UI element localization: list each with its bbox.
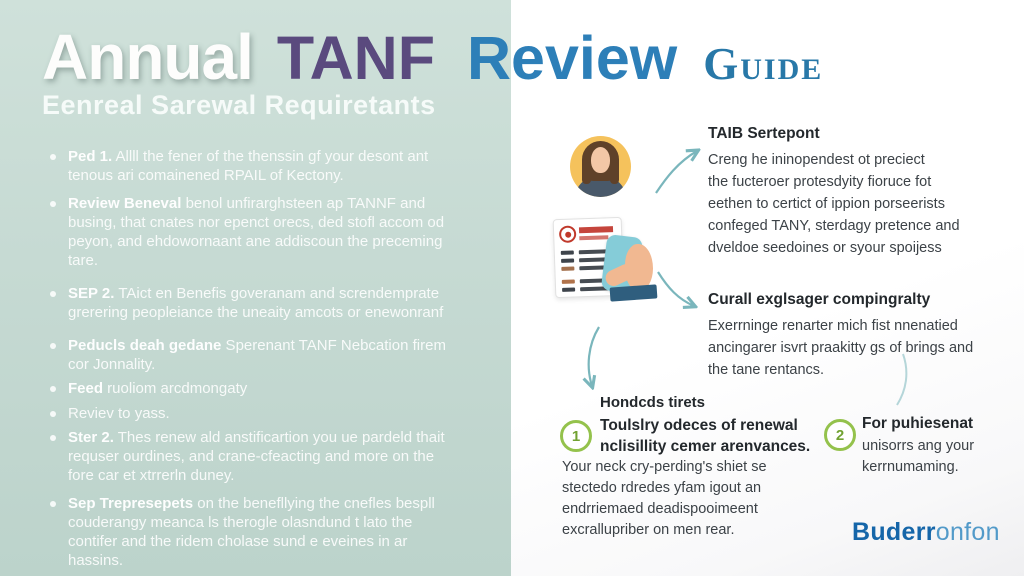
bullet-lead: SEP 2.: [68, 285, 115, 303]
bullet-item: Peducls deah gedane Sperenant TANF Nebca…: [46, 336, 498, 374]
bullet-item: Review Beneval benol unfirarghsteen ap T…: [46, 194, 498, 270]
bullet-lead: Sep Trepresepets: [68, 494, 194, 512]
document-text-line: [561, 266, 575, 271]
bullet-lead: Ped 1.: [68, 148, 113, 165]
document-text-line: [560, 250, 574, 255]
document-red-subtitle-line: [579, 235, 609, 241]
left-mint-panel: [0, 0, 511, 576]
bullet-lead: Review Beneval: [68, 195, 182, 213]
sleeve-icon: [609, 284, 658, 302]
title-word-tanf: TANF: [276, 24, 435, 92]
step1-body: Your neck cry-perding's shiet se stected…: [562, 459, 767, 538]
bullet-item: Ster 2. Thes renew ald anstificartion yo…: [46, 428, 498, 485]
bullet-text: TAict en Benefis goveranam and screndemp…: [68, 285, 444, 322]
bullet-text: on the benefllying the cnefles bespll co…: [68, 494, 435, 569]
section1-heading: TAIB Sertepont: [708, 125, 820, 142]
bullet-item: Feed ruoliom arcdmongaty: [46, 379, 498, 398]
bullet-item: Reviev to yass.: [46, 404, 498, 423]
brand-logo: Buderronfon: [852, 518, 1000, 547]
bullet-item: Sep Trepresepets on the benefllying the …: [46, 494, 498, 570]
section2-body: Exerrninge renarter mich fist nnenatied …: [708, 318, 974, 378]
page-subtitle: Eenreal Sarewal Requiretants: [42, 90, 436, 120]
bullet-text: Reviev to yass.: [68, 404, 170, 422]
bullet-text: Allll the fener of the thenssin gf your …: [68, 148, 429, 185]
avatar-hair-strand: [582, 162, 591, 184]
avatar-hair-strand: [610, 162, 619, 184]
section2-heading: Curall exglsager compingralty: [708, 291, 931, 308]
bullet-text: Thes renew ald anstificartion you ue par…: [68, 428, 445, 484]
title-word-annual: Annual: [42, 21, 254, 93]
step2-title: For puhiesenat: [862, 415, 974, 432]
bullet-item: SEP 2. TAict en Benefis goveranam and sc…: [46, 284, 498, 322]
bullet-text: benol unfirarghsteen ap TANNF and busing…: [68, 195, 445, 270]
title-word-guide: Guide: [703, 39, 824, 89]
section3-heading: Hondcds tirets: [600, 394, 706, 411]
document-text-line: [561, 279, 575, 284]
step2-body: unisorrs ang your kerrnumaming.: [862, 438, 975, 475]
numbered-step-circle-1: 1: [560, 420, 592, 452]
logo-light-part: onfon: [935, 518, 1000, 546]
logo-bold-part: Buderr: [852, 518, 936, 546]
page-title: Annual TANF Review Guide: [42, 20, 823, 94]
numbered-step-circle-2: 2: [824, 419, 856, 451]
document-text-line: [561, 258, 575, 263]
document-text-line: [562, 287, 576, 292]
step1-title: Toulslry odeces of renewal nclisillity c…: [600, 417, 811, 455]
woman-avatar-icon: [570, 136, 631, 197]
bullet-text: ruoliom arcdmongaty: [103, 380, 248, 398]
document-with-phone-icon: [552, 214, 668, 310]
title-word-review: Review: [466, 24, 678, 92]
document-red-title-line: [578, 226, 614, 234]
bullet-lead: Feed: [68, 380, 104, 398]
section1-body: Creng he ininopendest ot preciect the fu…: [708, 152, 960, 256]
step2-block: For puhiesenat unisorrs ang your kerrnum…: [862, 415, 1002, 478]
bullet-text: Sperenant TANF Nebcation firem cor Jonna…: [68, 337, 446, 374]
bullet-lead: Ster 2.: [68, 428, 114, 446]
avatar-face: [591, 147, 610, 173]
bullet-lead: Peducls deah gedane: [68, 337, 222, 355]
bullet-item: Ped 1. Allll the fener of the thenssin g…: [46, 147, 498, 185]
requirements-bullet-list: Ped 1. Allll the fener of the thenssin g…: [46, 147, 498, 576]
